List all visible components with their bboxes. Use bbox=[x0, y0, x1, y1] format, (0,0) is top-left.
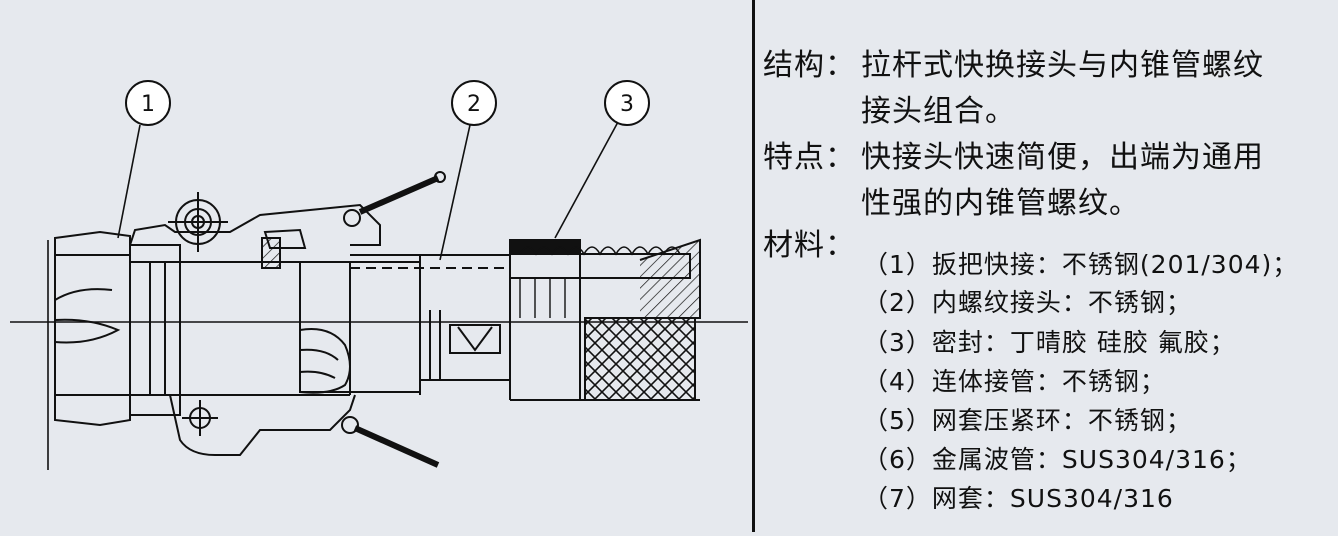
features-line-1: 快接头快速简便，出端为通用 bbox=[861, 140, 1264, 175]
vertical-divider bbox=[752, 0, 755, 532]
spec-text-panel: 结构： 拉杆式快换接头与内锥管螺纹 接头组合。 特点： 快接头快速简便，出端为通… bbox=[755, 0, 1338, 532]
structure-line-1: 拉杆式快换接头与内锥管螺纹 bbox=[861, 48, 1264, 83]
callout-1-number: 1 bbox=[141, 92, 155, 117]
structure-label: 结构： bbox=[763, 48, 856, 83]
coupling-cross-section: 1 2 3 bbox=[10, 80, 748, 470]
material-item-4: （4）连体接管：不锈钢； bbox=[863, 367, 1166, 396]
material-item-5: （5）网套压紧环：不锈钢； bbox=[863, 406, 1192, 435]
callout-2: 2 bbox=[451, 80, 497, 126]
features-line-2: 性强的内锥管螺纹。 bbox=[861, 186, 1140, 221]
materials-label: 材料： bbox=[763, 228, 856, 263]
material-item-1: （1）扳把快接：不锈钢(201/304)； bbox=[863, 250, 1299, 279]
callout-3: 3 bbox=[604, 80, 650, 126]
structure-line-2: 接头组合。 bbox=[861, 94, 1016, 129]
material-item-6: （6）金属波管：SUS304/316； bbox=[863, 445, 1252, 474]
callout-3-number: 3 bbox=[620, 92, 634, 117]
coupling-drawing: 1 2 3 bbox=[10, 80, 748, 470]
material-item-2: （2）内螺纹接头：不锈钢； bbox=[863, 288, 1192, 317]
material-item-7: （7）网套：SUS304/316 bbox=[863, 484, 1174, 513]
features-label: 特点： bbox=[763, 140, 856, 175]
callout-1: 1 bbox=[125, 80, 171, 126]
callout-2-number: 2 bbox=[467, 92, 481, 117]
hex-nut bbox=[54, 230, 131, 427]
material-item-3: （3）密封：丁晴胶 硅胶 氟胶； bbox=[863, 328, 1236, 357]
